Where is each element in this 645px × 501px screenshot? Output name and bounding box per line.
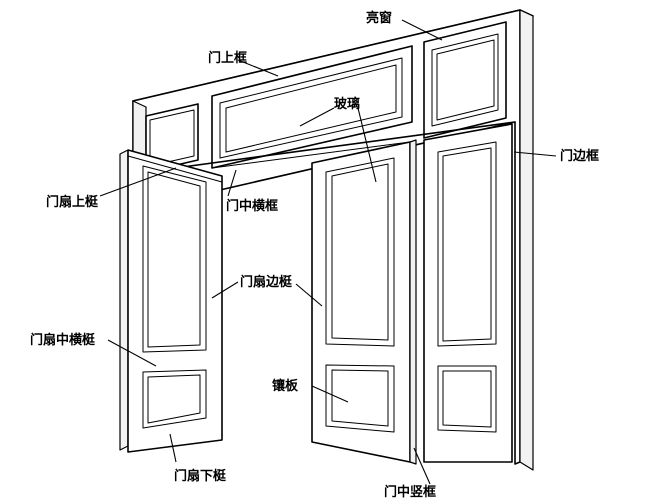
- label-leaf-mid-rail: 门扇中横梃: [30, 332, 95, 348]
- label-leaf-stile: 门扇边梃: [240, 274, 292, 290]
- center-door-leaf: [311, 139, 417, 465]
- label-leaf-bottom-rail: 门扇下梃: [174, 468, 226, 484]
- leader-lines: [99, 19, 557, 485]
- right-transom-window: [423, 21, 507, 139]
- label-door-side-frame: 门边框: [560, 148, 599, 164]
- right-door-leaf: [423, 123, 513, 463]
- label-door-mid-mullion: 门中竖框: [384, 484, 436, 500]
- open-door-leaf: [119, 149, 223, 453]
- label-glass: 玻璃: [334, 96, 360, 112]
- middle-transom-bar: [145, 121, 516, 173]
- label-panel: 镶板: [272, 378, 299, 394]
- label-leaf-top-rail: 门扇上梃: [46, 194, 98, 210]
- middle-transom-window: [211, 45, 413, 169]
- labels: 亮窗 门上框 玻璃 门边框 门扇上梃 门中横框 门扇边梃 门扇中横梃 镶板 门扇…: [30, 10, 599, 500]
- left-transom-window: [145, 103, 199, 173]
- label-door-top-frame: 门上框: [208, 50, 247, 66]
- label-transom-window: 亮窗: [366, 10, 392, 26]
- label-door-mid-transom: 门中横框: [226, 198, 278, 214]
